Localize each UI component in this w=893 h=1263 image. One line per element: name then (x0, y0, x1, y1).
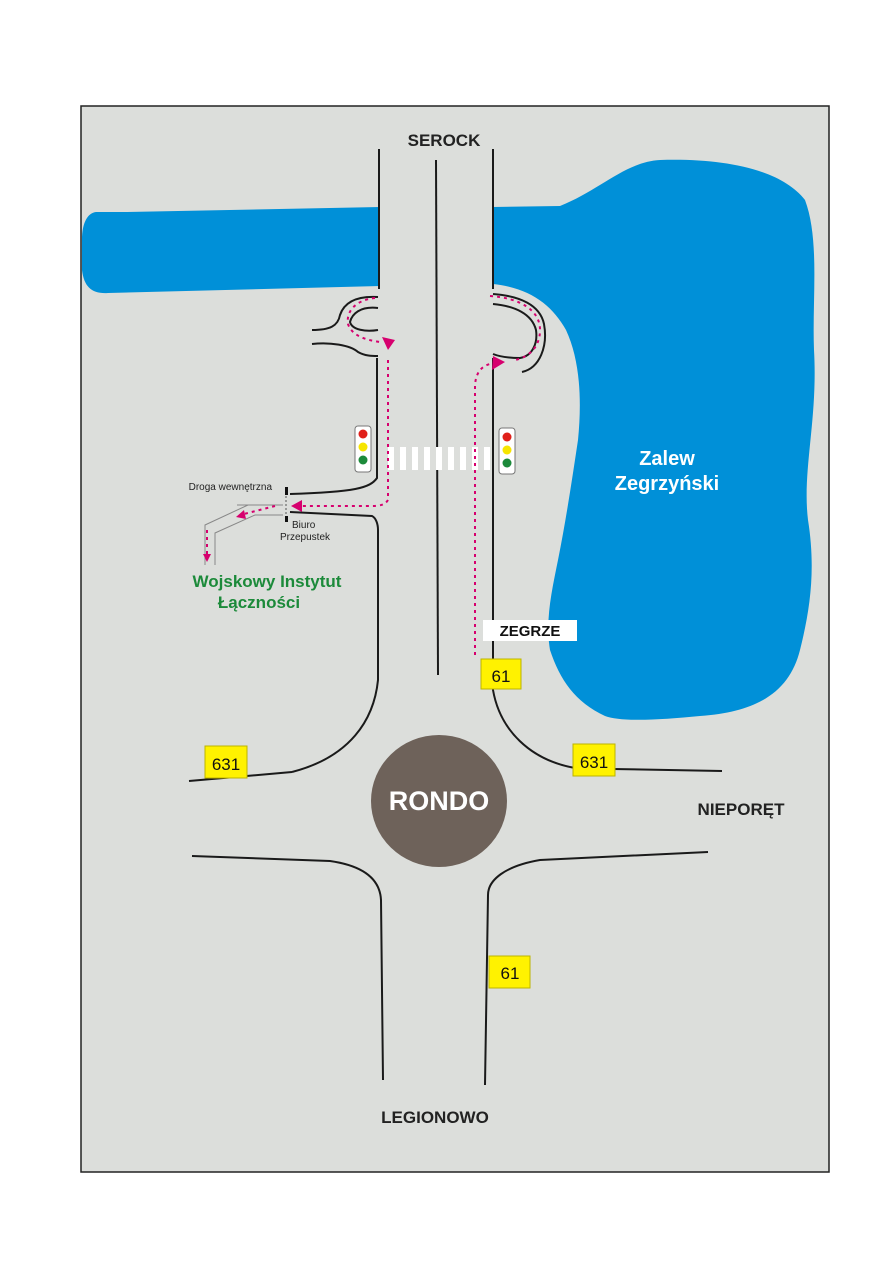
route-path (206, 295, 542, 655)
lake (493, 159, 815, 720)
route-arrowhead (382, 337, 395, 350)
internal-road-label: Droga wewnętrzna (189, 482, 273, 493)
route-arrowhead (203, 554, 211, 562)
institute-label: Łączności (218, 593, 300, 612)
traffic-light-icon (498, 427, 516, 475)
uturn-loop-west (311, 295, 379, 357)
pass-office-label: Przepustek (280, 532, 331, 543)
river (82, 207, 380, 294)
road-west-edge-mid (289, 358, 378, 495)
road-south-east-edge (484, 851, 709, 1086)
gate-post-top (285, 487, 288, 495)
route-arrowhead (492, 356, 505, 370)
locality-sign (483, 620, 577, 641)
road-number-badge: 631 (572, 743, 616, 777)
road-south-west-edge (191, 855, 384, 1081)
lake-label: Zegrzyński (615, 473, 719, 495)
lake-label: Zalew (639, 448, 695, 470)
road-number: 631 (580, 753, 608, 772)
gate-post-bottom (285, 516, 288, 522)
direction-east: NIEPORĘT (698, 800, 786, 819)
route-arrowhead (291, 500, 302, 512)
road-west-edge-lower (289, 511, 379, 773)
pass-office-label: Biuro (292, 520, 316, 531)
traffic-light-icon (354, 425, 372, 473)
road-east-edge-mid (492, 358, 576, 769)
internal-road (204, 504, 283, 565)
road-number-badge: 61 (488, 955, 531, 989)
locality-sign-label: ZEGRZE (500, 623, 561, 640)
road-number-badge: 631 (204, 745, 248, 779)
road-number: 61 (492, 667, 511, 686)
direction-north: SEROCK (408, 131, 481, 150)
roundabout-label: RONDO (389, 786, 490, 816)
route-arrowhead (236, 510, 246, 519)
direction-south: LEGIONOWO (381, 1108, 489, 1127)
road-center-line (435, 159, 439, 676)
road-number: 631 (212, 755, 240, 774)
road-number-badge: 61 (480, 658, 522, 690)
roundabout (371, 735, 507, 867)
institute-label: Wojskowy Instytut (193, 572, 342, 591)
road-east-631-north (611, 768, 723, 772)
road-number: 61 (501, 964, 520, 983)
